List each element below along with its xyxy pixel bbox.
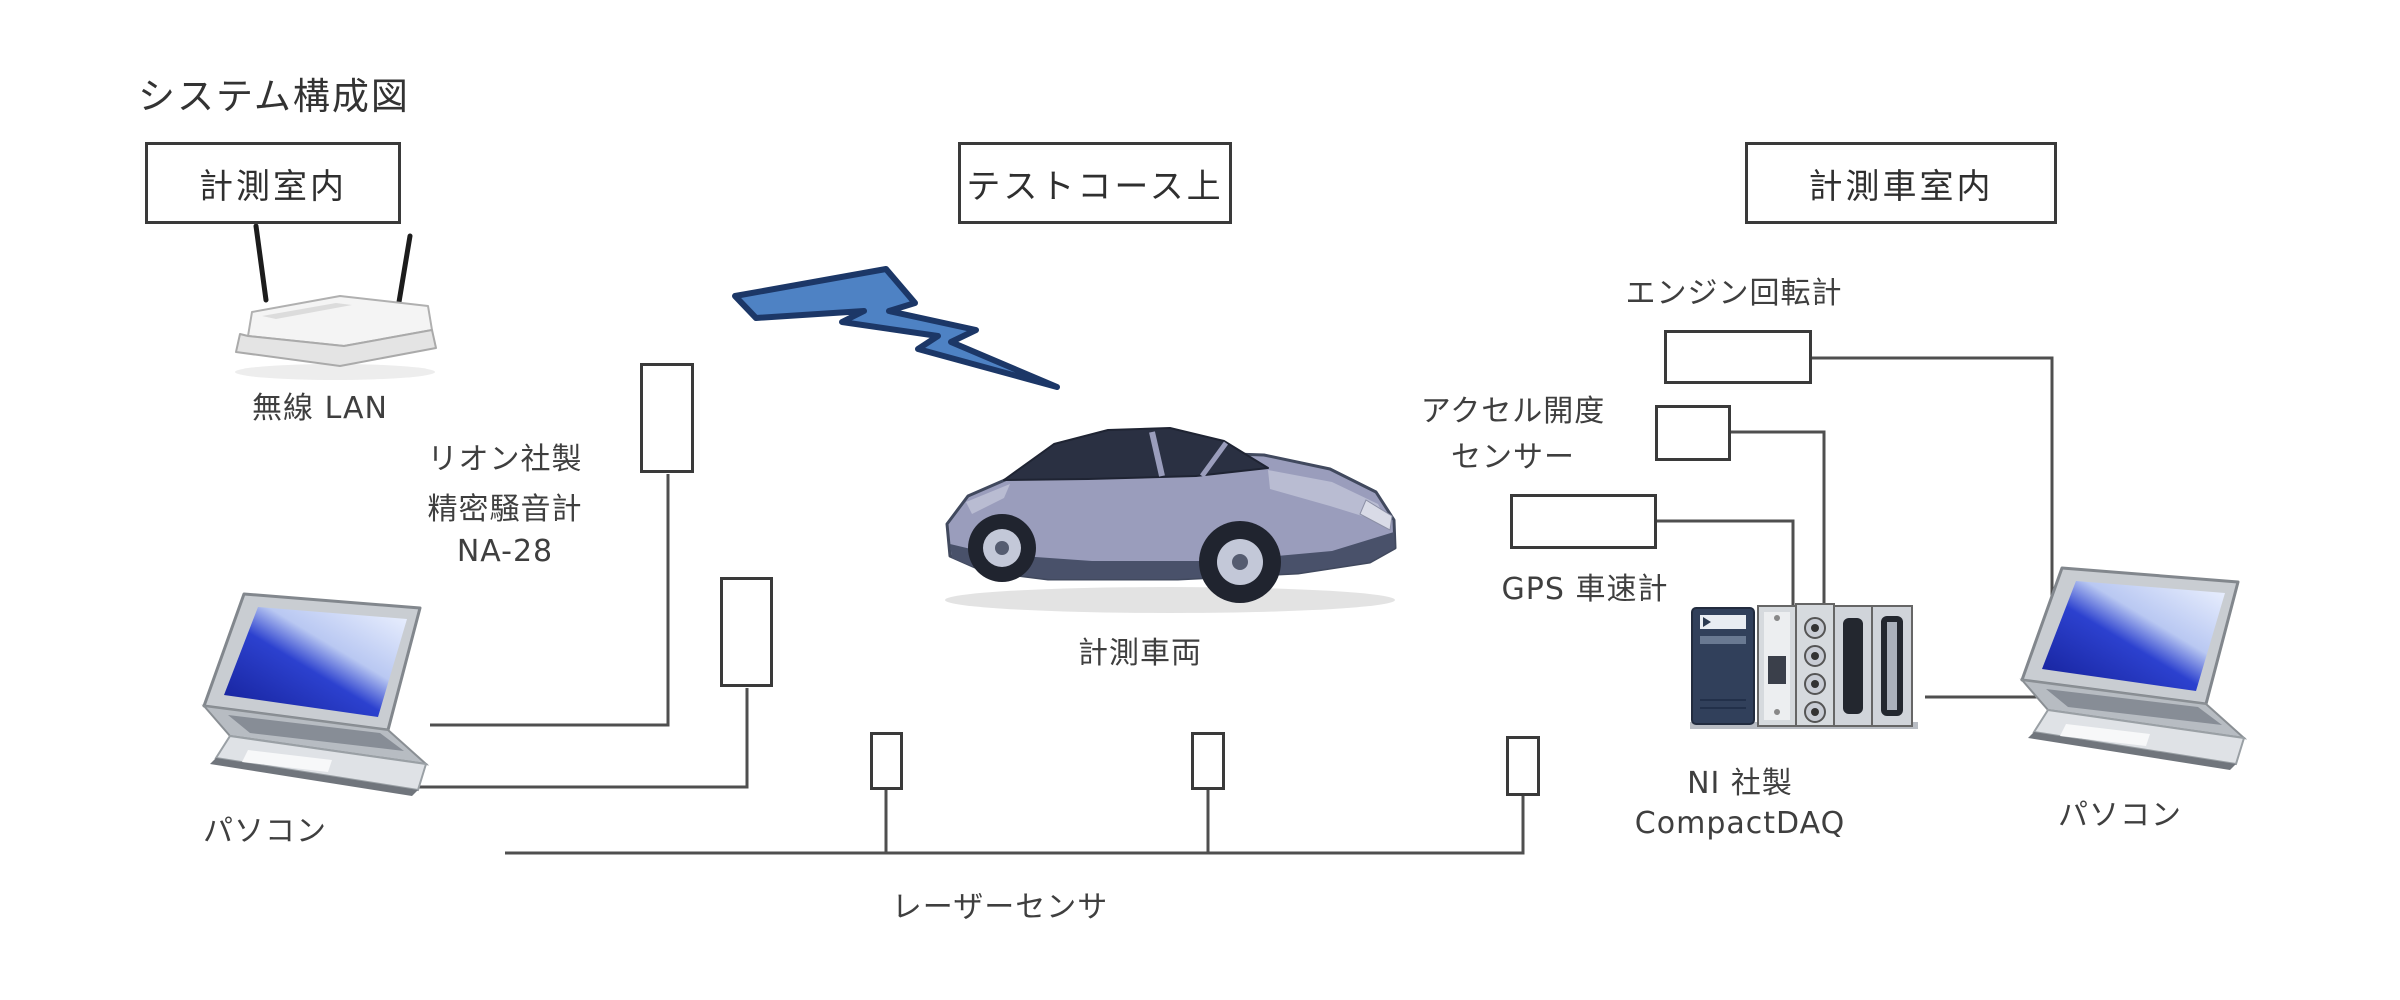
engine-tachometer-box: [1664, 330, 1812, 384]
connector-gps-to-daq: [1657, 519, 1795, 610]
engine-tachometer-label: エンジン回転計: [1625, 276, 1843, 311]
pc-right-label: パソコン: [2058, 798, 2182, 833]
lightning-bolt-icon: [732, 266, 1060, 390]
connector-lines: [398, 356, 2054, 855]
compactdaq-icon: [1690, 603, 1918, 729]
laptop-icon-left: [202, 592, 428, 798]
microphone-box-2: [720, 577, 773, 687]
zone-box-vehicle-cabin: 計測車室内: [1745, 142, 2057, 224]
zone-box-measurement-room: 計測室内: [145, 142, 401, 224]
connector-laser-bus: [505, 796, 1525, 855]
connector-pc-to-mic2: [398, 688, 749, 789]
laser-sensor-box-2: [1191, 732, 1225, 790]
wireless-lan-label: 無線 LAN: [252, 391, 388, 426]
accel-sensor-label-line1: アクセル開度: [1420, 394, 1606, 429]
gps-speedometer-label: GPS 車速計: [1501, 572, 1669, 607]
sound-meter-maker-label: リオン社製: [427, 442, 583, 477]
car-icon: [945, 427, 1397, 613]
accel-sensor-label-line2: センサー: [1451, 440, 1575, 475]
zone-box-test-course: テストコース上: [958, 142, 1232, 224]
connector-pc-to-mic1: [430, 474, 670, 727]
laptop-icon-right: [2020, 566, 2246, 772]
connector-accel-to-daq: [1731, 430, 1826, 610]
laser-sensor-box-3: [1506, 736, 1540, 796]
sound-meter-name-label: 精密騒音計: [427, 492, 583, 527]
daq-maker-label: NI 社製: [1687, 766, 1793, 801]
wireless-router-icon: [235, 223, 437, 380]
daq-name-label: CompactDAQ: [1634, 806, 1846, 841]
page-title: システム構成図: [138, 75, 410, 118]
vehicle-label: 計測車両: [1078, 636, 1202, 671]
gps-speedometer-box: [1510, 494, 1657, 549]
accel-sensor-box: [1655, 405, 1731, 461]
sound-meter-model-label: NA-28: [456, 534, 554, 569]
laser-sensor-label: レーザーセンサ: [891, 890, 1109, 925]
laser-sensor-box-1: [870, 732, 903, 790]
microphone-box-1: [640, 363, 694, 473]
pc-left-label: パソコン: [203, 814, 327, 849]
connector-engine-to-daq: [1812, 356, 2054, 699]
